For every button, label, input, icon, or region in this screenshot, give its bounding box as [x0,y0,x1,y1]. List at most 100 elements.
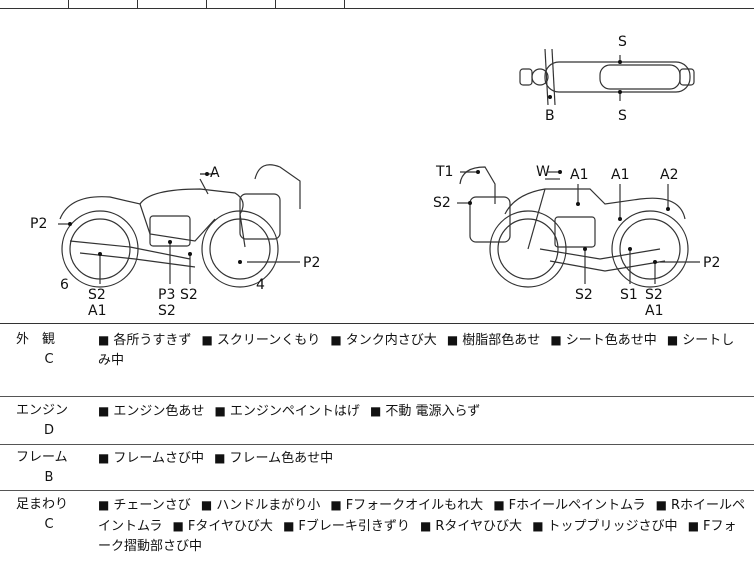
right-view-labels: T1 W A1 A1 A2 S2 P2 S2 S1 S2 A1 [433,164,720,319]
label-right-a2: A2 [660,167,678,183]
section-items: ■チェーンさび ■ハンドルまがり小 ■Fフォークオイルもれ大 ■Fホイールペイン… [98,495,746,557]
label-top-s1: S [618,34,627,50]
damage-item: タンク内さび大 [345,333,437,348]
label-left-4: 4 [256,277,265,293]
label-right-w: W [536,164,550,180]
top-view-motorcycle [519,48,695,106]
bullet-icon: ■ [201,333,213,347]
label-right-a1c: A1 [645,303,663,319]
header-table-row [0,0,754,9]
label-left-p2b: P2 [303,255,320,271]
bullet-icon: ■ [370,404,382,418]
damage-item: Fタイヤひび大 [187,519,273,534]
leader-lines-right [457,171,700,284]
damage-item: 樹脂部色あせ [462,333,541,348]
section-label: エンジン D [16,401,82,441]
section-name: エンジン [16,403,69,418]
damage-item: Rタイヤひび大 [435,519,523,534]
bullet-icon: ■ [666,333,679,347]
section-items: ■各所うすきず ■スクリーンくもり ■タンク内さび大 ■樹脂部色あせ ■シート色… [98,330,746,371]
section-grade: D [43,423,54,438]
section-exterior: 外 観 C ■各所うすきず ■スクリーンくもり ■タンク内さび大 ■樹脂部色あせ… [0,324,754,397]
section-grade: B [44,470,54,485]
bullet-icon: ■ [214,451,226,465]
section-grade: C [44,517,54,532]
damage-item: 各所うすきず [113,333,192,348]
damage-item: トップブリッジさび中 [547,519,678,534]
label-right-t1: T1 [435,164,453,180]
bullet-icon: ■ [493,498,505,512]
label-right-s2b: S2 [575,287,593,303]
damage-diagram: S B S A P2 P2 6 4 S2 A1 P3 S2 S2 T1 W A1… [0,9,754,324]
damage-points [68,60,670,264]
left-view-labels: A P2 P2 6 4 S2 A1 P3 S2 S2 [30,165,320,319]
label-left-s2b: S2 [180,287,198,303]
damage-item: 不動 電源入らず [385,404,481,419]
section-grade: C [44,352,54,367]
header-cell [207,0,276,8]
label-right-a1b: A1 [611,167,629,183]
label-left-p3: P3 [158,287,175,303]
label-right-s2c: S2 [645,287,663,303]
leader-lines-left [58,173,300,284]
right-side-motorcycle [459,166,689,288]
header-cell [276,0,345,8]
damage-item: シートしみ中 [98,333,735,368]
section-name: フレーム [16,450,68,465]
damage-item: ハンドルまがり小 [216,498,321,513]
section-label: 外 観 C [16,330,82,370]
bullet-icon: ■ [532,519,544,533]
header-cell [138,0,207,8]
label-right-s1: S1 [620,287,638,303]
damage-item: シート色あせ中 [565,333,657,348]
label-right-p2: P2 [703,255,720,271]
bullet-icon: ■ [330,333,342,347]
bullet-icon: ■ [446,333,459,347]
damage-item: エンジンペイントはげ [229,404,360,419]
header-cell [69,0,138,8]
section-name: 足まわり [16,497,69,512]
section-label: フレーム B [16,448,82,488]
bullet-icon: ■ [172,519,184,533]
section-label: 足まわり C [16,495,82,535]
damage-item: Fブレーキ引きずり [298,519,410,534]
bullet-icon: ■ [214,404,226,418]
bullet-icon: ■ [200,498,213,512]
label-left-a: A [210,165,220,181]
section-chassis: 足まわり C ■チェーンさび ■ハンドルまがり小 ■Fフォークオイルもれ大 ■F… [0,491,754,561]
label-left-6: 6 [60,277,69,293]
damage-item: フレーム色あせ中 [229,451,334,466]
label-left-p2: P2 [30,216,47,232]
damage-item: フレームさび中 [113,451,204,466]
bullet-icon: ■ [550,333,562,347]
label-left-s2c: S2 [158,303,176,319]
damage-item: チェーンさび [113,498,191,513]
bullet-icon: ■ [655,498,667,512]
label-left-s2: S2 [88,287,106,303]
header-cell [0,0,69,8]
damage-item: スクリーンくもり [216,333,321,348]
section-items: ■フレームさび中 ■フレーム色あせ中 [98,448,746,469]
bullet-icon: ■ [420,519,432,533]
damage-item: Rホイールペイントムラ [98,498,746,534]
bullet-icon: ■ [98,404,110,418]
damage-item: エンジン色あせ [113,404,205,419]
label-right-s2: S2 [433,195,451,211]
section-engine: エンジン D ■エンジン色あせ ■エンジンペイントはげ ■不動 電源入らず [0,397,754,445]
section-frame: フレーム B ■フレームさび中 ■フレーム色あせ中 [0,445,754,491]
bullet-icon: ■ [283,519,295,533]
motorcycle-diagram-svg: S B S A P2 P2 6 4 S2 A1 P3 S2 S2 T1 W A1… [30,34,720,319]
label-top-s2: S [618,108,627,124]
left-side-motorcycle [59,164,301,288]
damage-item: Fホイールペイントムラ [508,498,646,513]
section-items: ■エンジン色あせ ■エンジンペイントはげ ■不動 電源入らず [98,401,746,422]
bullet-icon: ■ [98,333,110,347]
bullet-icon: ■ [330,498,342,512]
bullet-icon: ■ [98,498,110,512]
label-right-a1: A1 [570,167,588,183]
damage-item: Fフォークオイルもれ大 [345,498,484,513]
top-view-labels: S B S [545,34,627,124]
section-name: 外 観 [16,332,56,347]
damage-item: Fフォーク摺動部さび中 [98,519,737,554]
